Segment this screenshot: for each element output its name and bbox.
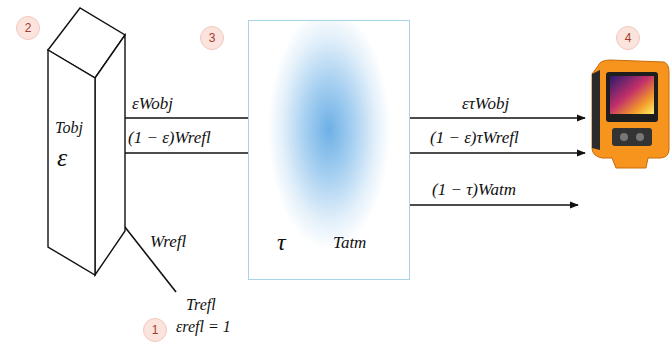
node-value: Tatm [333, 233, 366, 253]
plate-side [95, 35, 125, 275]
radiation-formula: εWobj [132, 94, 173, 114]
callout-number: 3 [200, 26, 224, 50]
atmosphere-box: τ Tatm [248, 20, 410, 280]
callout-number: 1 [143, 318, 167, 342]
plate-front [48, 50, 95, 275]
thermal-camera [592, 60, 669, 168]
radiation-formula: (1 − τ)Watm [432, 180, 516, 200]
plate-outline [45, 3, 130, 280]
radiation-formula: Trefl [186, 296, 216, 314]
radiation-formula: (1 − ε)τWrefl [430, 128, 519, 148]
object-plate: Tobj ε [45, 3, 130, 280]
node-symbol: τ [277, 229, 286, 257]
callout-number: 4 [616, 26, 640, 50]
radiation-formula: ετWobj [462, 94, 509, 114]
callout-number: 2 [16, 16, 40, 40]
node-value: ε [57, 143, 67, 173]
radiation-formula: Wrefl [150, 232, 186, 252]
radiation-formula: (1 − ε)Wrefl [128, 128, 211, 148]
node-symbol: Tobj [55, 119, 83, 137]
radiation-formula: εrefl = 1 [176, 318, 231, 336]
